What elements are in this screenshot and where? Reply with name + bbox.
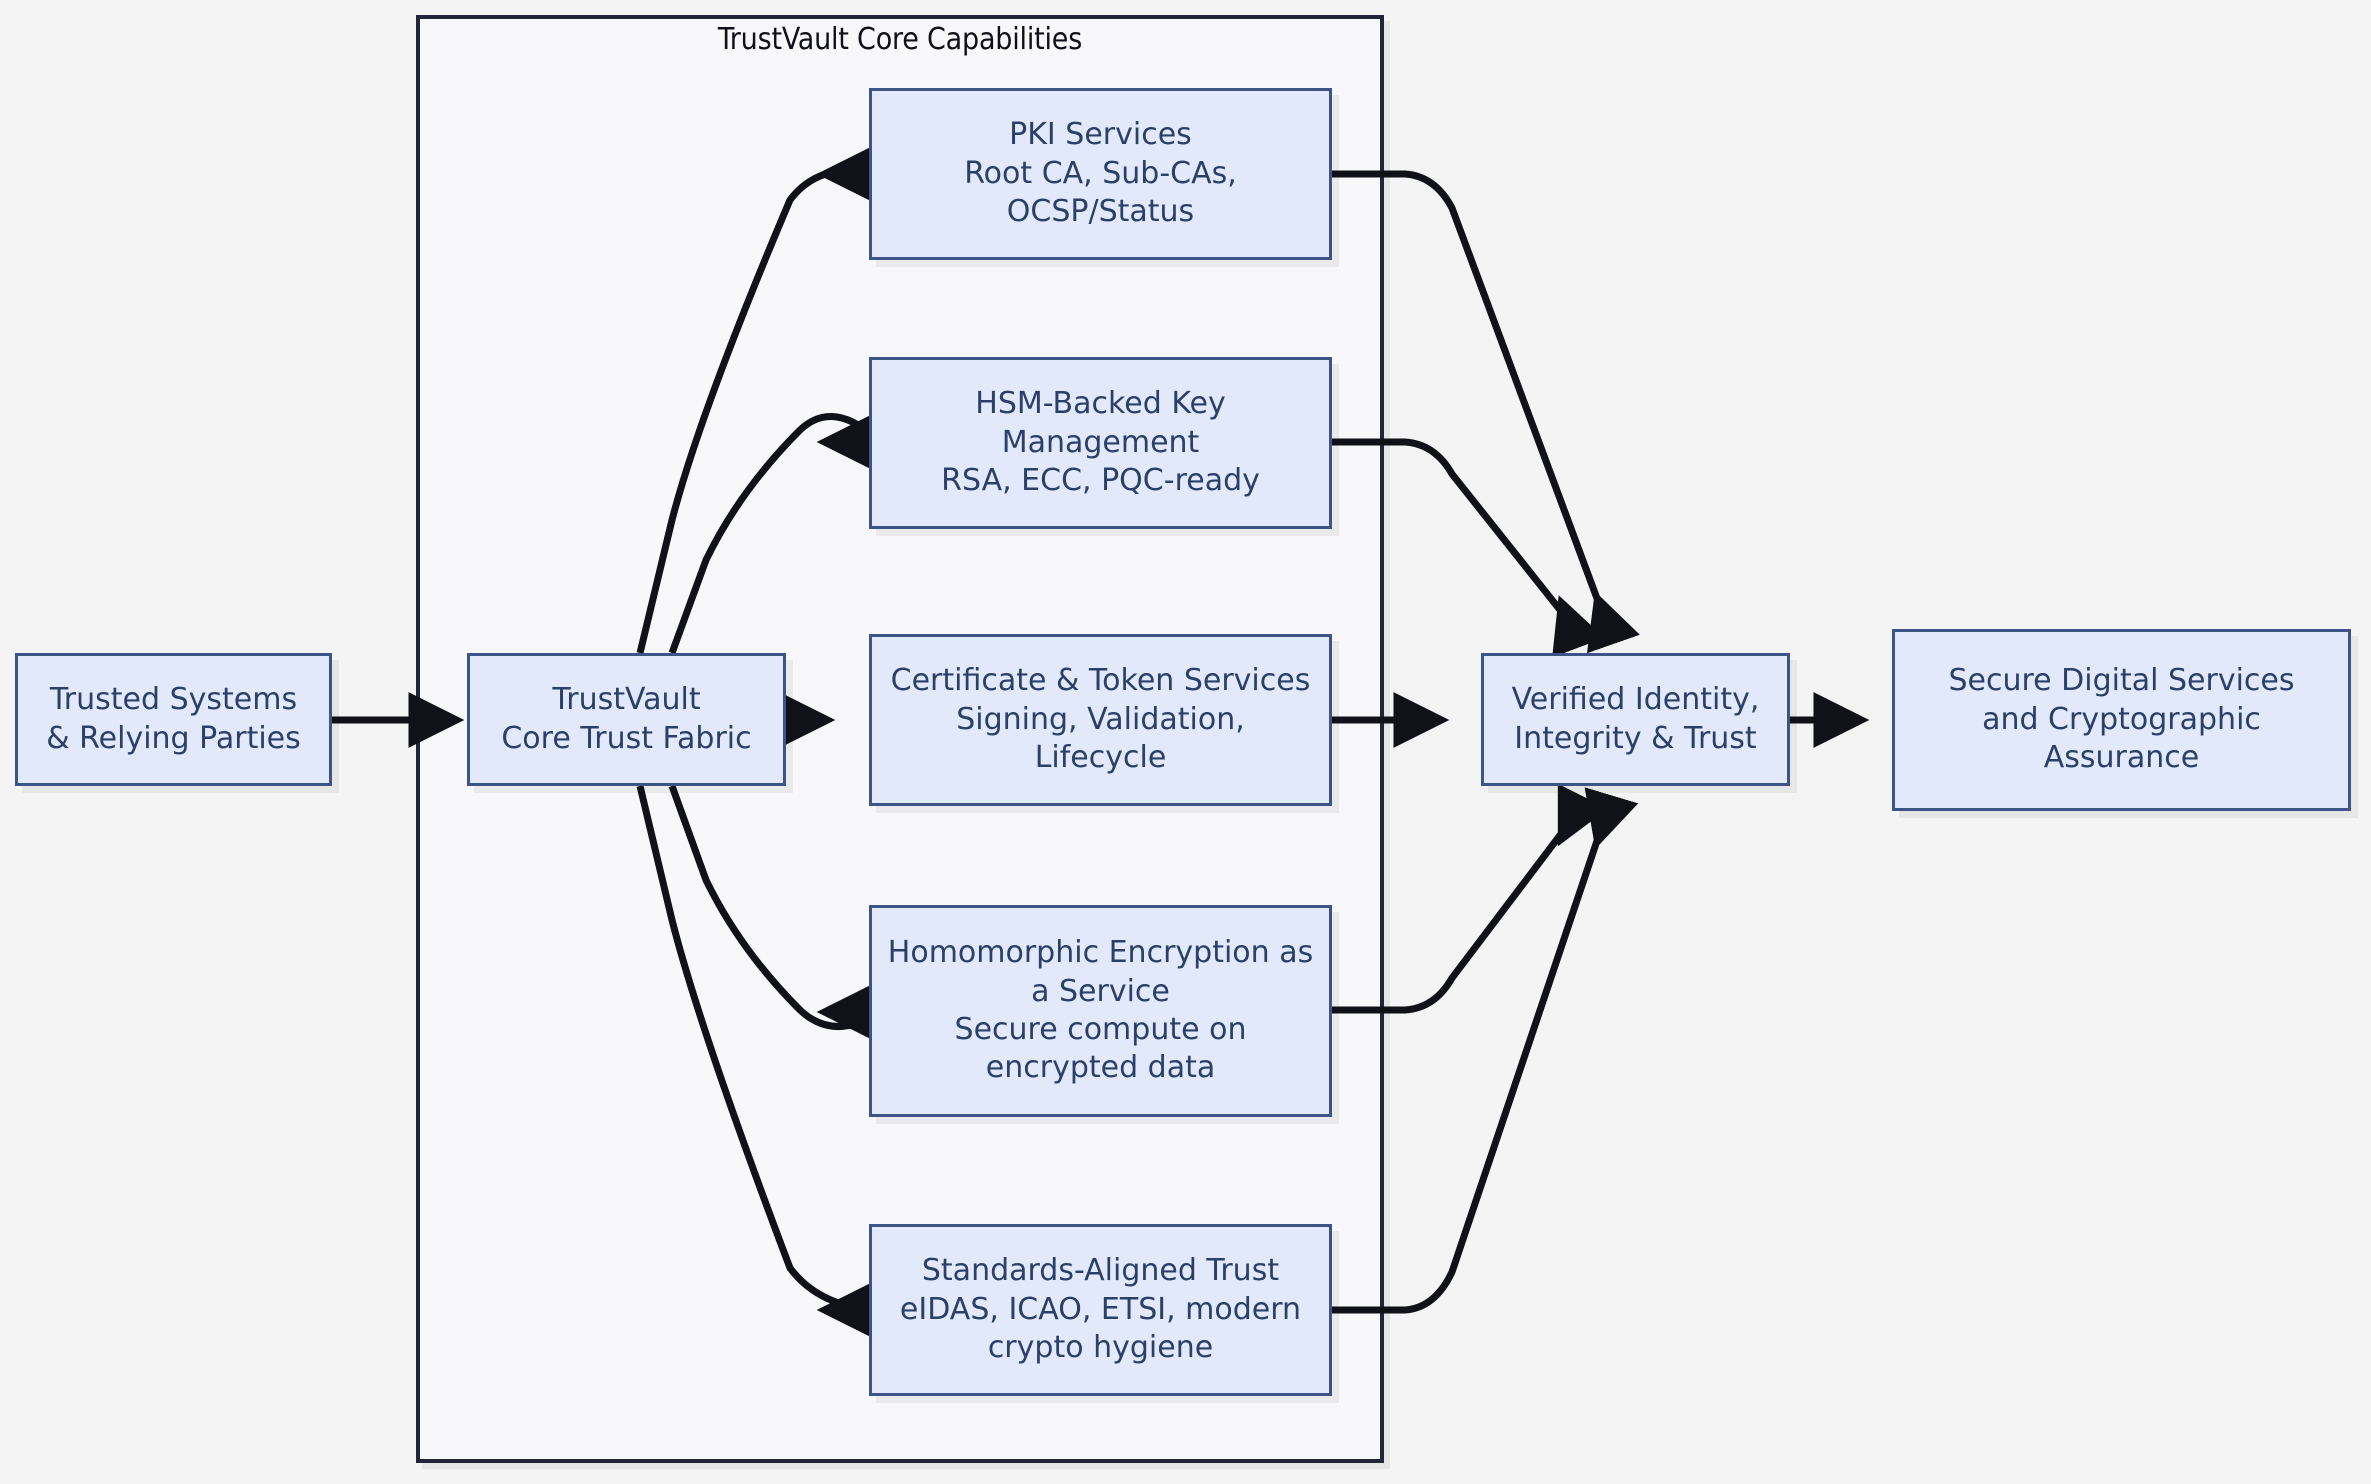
node-verified-identity[interactable]: Verified Identity, Integrity & Trust (1481, 653, 1790, 786)
node-secure-digital-services[interactable]: Secure Digital Services and Cryptographi… (1892, 629, 2351, 811)
node-homomorphic-encryption-service[interactable]: Homomorphic Encryption as a Service Secu… (869, 905, 1332, 1117)
node-hsm-backed-key-management[interactable]: HSM-Backed Key Management RSA, ECC, PQC-… (869, 357, 1332, 529)
node-label: Verified Identity, Integrity & Trust (1511, 682, 1760, 756)
node-label: Homomorphic Encryption as a Service Secu… (887, 935, 1314, 1086)
node-label: Standards-Aligned Trust eIDAS, ICAO, ETS… (899, 1253, 1302, 1366)
node-trustvault-core-trust-fabric[interactable]: TrustVault Core Trust Fabric (467, 653, 786, 786)
node-label: HSM-Backed Key Management RSA, ECC, PQC-… (941, 386, 1260, 499)
node-label: PKI Services Root CA, Sub-CAs, OCSP/Stat… (964, 117, 1237, 230)
node-label: TrustVault Core Trust Fabric (501, 682, 752, 756)
node-pki-services[interactable]: PKI Services Root CA, Sub-CAs, OCSP/Stat… (869, 88, 1332, 260)
cluster-title: TrustVault Core Capabilities (717, 22, 1083, 57)
node-label: Certificate & Token Services Signing, Va… (890, 663, 1311, 776)
node-label: Trusted Systems & Relying Parties (46, 682, 301, 756)
node-trusted-systems[interactable]: Trusted Systems & Relying Parties (15, 653, 332, 786)
node-standards-aligned-trust[interactable]: Standards-Aligned Trust eIDAS, ICAO, ETS… (869, 1224, 1332, 1396)
node-label: Secure Digital Services and Cryptographi… (1948, 663, 2295, 776)
node-certificate-token-services[interactable]: Certificate & Token Services Signing, Va… (869, 634, 1332, 806)
